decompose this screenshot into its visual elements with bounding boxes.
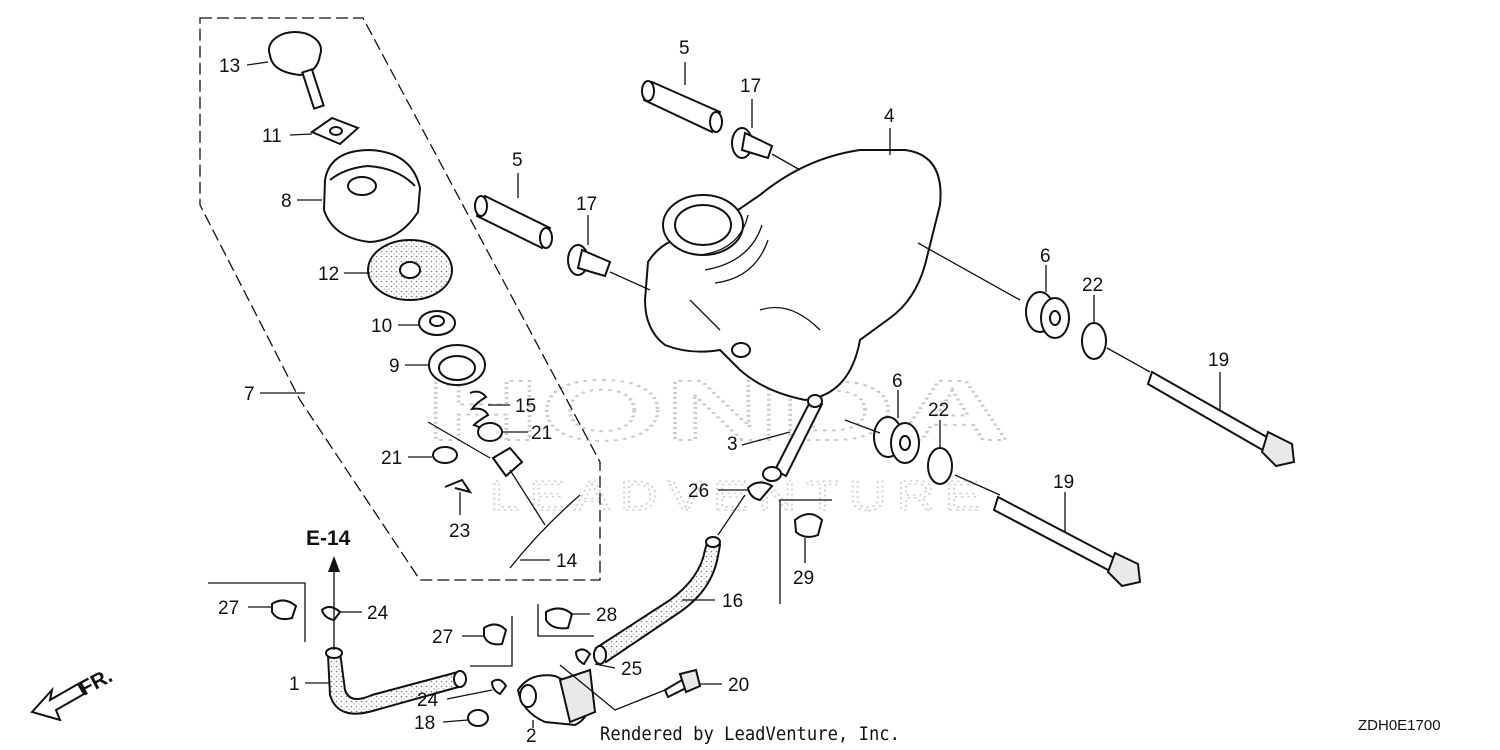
callout-5a: 5 — [679, 38, 690, 59]
watermark-brand: HONDA — [425, 363, 1010, 459]
bracket-28 — [537, 604, 594, 637]
part-14-chain — [427, 421, 581, 569]
callout-24b: 24 — [417, 690, 439, 711]
part-9-strainer — [428, 344, 486, 386]
part-29-clamp — [793, 513, 824, 538]
part-2-fuel-cock — [516, 668, 597, 727]
callout-12: 12 — [318, 264, 339, 285]
part-6-grommet-a — [1025, 291, 1070, 339]
callout-25: 25 — [621, 659, 642, 680]
part-24-clip-a — [320, 606, 342, 622]
callout-4: 4 — [884, 106, 895, 127]
part-5-rubber-b — [474, 194, 553, 250]
callout-29: 29 — [793, 568, 814, 589]
part-3-screw — [762, 394, 824, 482]
reference-arrowhead — [328, 556, 340, 572]
part-6-grommet-b — [873, 416, 920, 464]
part-5-rubber-a — [641, 80, 723, 134]
part-18-o-ring — [467, 709, 489, 727]
watermark-sub: LEADVENTURE — [490, 472, 990, 519]
callout-7: 7 — [244, 384, 255, 405]
front-arrow-icon — [30, 682, 86, 722]
part-17-collar-b — [567, 244, 612, 278]
callout-11: 11 — [262, 126, 282, 147]
callout-3: 3 — [727, 434, 738, 455]
part-17-collar-a — [731, 127, 774, 160]
part-27-clamp-b — [483, 623, 508, 646]
reference-label: E-14 — [306, 527, 351, 550]
rendered-by-credit: Rendered by LeadVenture, Inc. — [600, 723, 900, 745]
part-19-bolt-b — [992, 495, 1142, 588]
bracket-27a — [208, 582, 306, 642]
part-15-spring — [469, 390, 490, 430]
kit-outline — [199, 17, 601, 581]
part-24-clip-b — [490, 678, 508, 696]
callout-21b: 21 — [381, 448, 402, 469]
callout-28: 28 — [596, 605, 617, 626]
callout-6b: 6 — [892, 371, 903, 392]
part-22-washer-a — [1081, 322, 1107, 360]
callout-27b: 27 — [432, 627, 453, 648]
callout-2: 2 — [526, 726, 537, 747]
callout-22b: 22 — [928, 400, 949, 421]
part-23-clip — [444, 478, 473, 494]
bracket-27b — [470, 616, 513, 667]
callout-24a: 24 — [367, 603, 389, 624]
diagram-code: ZDH0E1700 — [1358, 717, 1441, 734]
callout-6a: 6 — [1040, 246, 1051, 267]
part-12-gasket — [367, 239, 453, 301]
callout-numbers: 13 11 8 12 10 9 7 15 21 21 23 14 5 17 5 … — [218, 38, 1229, 747]
part-13-breather-knob — [268, 31, 325, 110]
part-20-screw — [663, 668, 702, 699]
callout-17a: 17 — [740, 76, 761, 97]
part-10-washer — [418, 310, 456, 336]
part-8-fuel-cap — [322, 148, 422, 244]
part-25-clip — [574, 648, 592, 666]
callout-20: 20 — [728, 675, 749, 696]
part-19-bolt-a — [1146, 370, 1296, 468]
part-4-fuel-tank — [643, 149, 942, 402]
callout-13: 13 — [219, 56, 240, 77]
part-26-clip — [746, 481, 774, 502]
callout-16: 16 — [722, 591, 743, 612]
callout-23: 23 — [449, 521, 470, 542]
callout-5b: 5 — [512, 150, 523, 171]
callout-19a: 19 — [1208, 350, 1229, 371]
callout-15: 15 — [515, 396, 536, 417]
callout-26: 26 — [688, 481, 709, 502]
part-16-fuel-hose — [593, 536, 722, 665]
callout-21a: 21 — [531, 423, 552, 444]
part-21-washer-a — [477, 422, 503, 442]
callout-9: 9 — [389, 356, 400, 377]
callout-27a: 27 — [218, 598, 239, 619]
part-11-seal — [309, 116, 360, 146]
part-22-washer-b — [927, 447, 953, 485]
callout-1: 1 — [289, 674, 300, 695]
callout-10: 10 — [371, 316, 392, 337]
leader-lines — [246, 61, 1221, 728]
callout-22a: 22 — [1082, 275, 1103, 296]
callout-8: 8 — [281, 191, 292, 212]
part-1-fuel-hose — [325, 647, 467, 715]
bracket-29 — [779, 499, 832, 604]
callout-14: 14 — [556, 551, 578, 572]
part-21-washer-b — [432, 446, 458, 464]
callout-17b: 17 — [576, 194, 597, 215]
callout-19b: 19 — [1053, 472, 1074, 493]
part-27-clamp-a — [271, 599, 298, 621]
part-28-clamp — [545, 607, 574, 630]
callout-18: 18 — [414, 713, 435, 734]
